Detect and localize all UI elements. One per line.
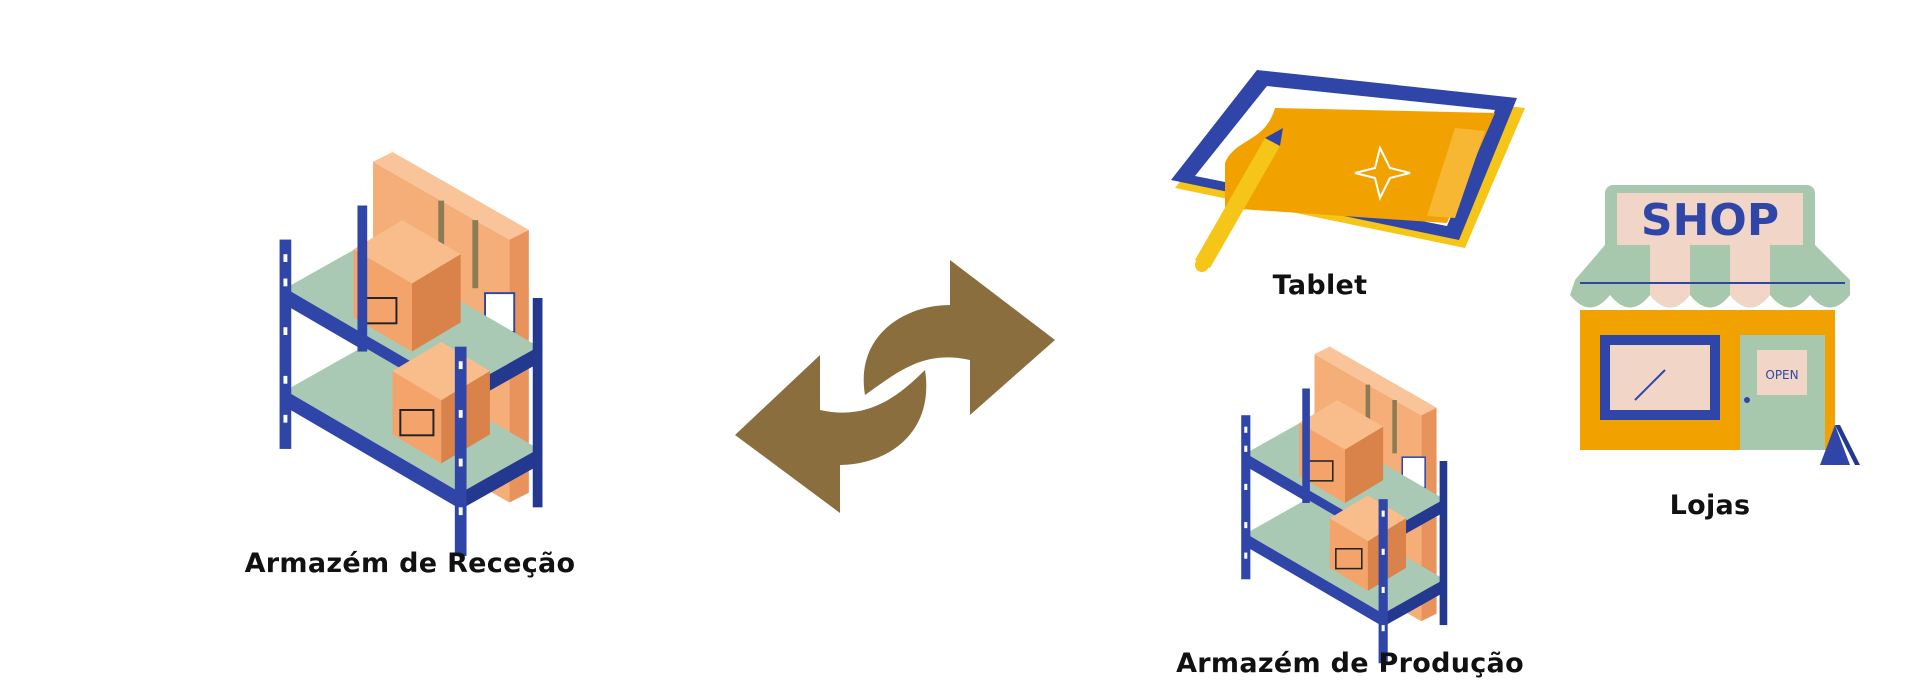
warehouse-shelf-icon	[262, 150, 562, 520]
label-armazem-producao: Armazém de Produção	[1176, 648, 1524, 679]
label-tablet: Tablet	[1272, 270, 1368, 301]
storefront-icon: SHOP OPEN	[1570, 185, 1860, 465]
label-lojas: Lojas	[1669, 490, 1751, 521]
open-sign-text: OPEN	[1765, 368, 1798, 382]
bidirectional-arrows-icon	[735, 260, 1055, 513]
drawing-tablet-icon	[1171, 70, 1525, 272]
warehouse-shelf-icon	[1225, 345, 1465, 635]
shop-sign-text: SHOP	[1641, 195, 1779, 246]
label-armazem-rececao: Armazém de Receção	[244, 548, 576, 579]
